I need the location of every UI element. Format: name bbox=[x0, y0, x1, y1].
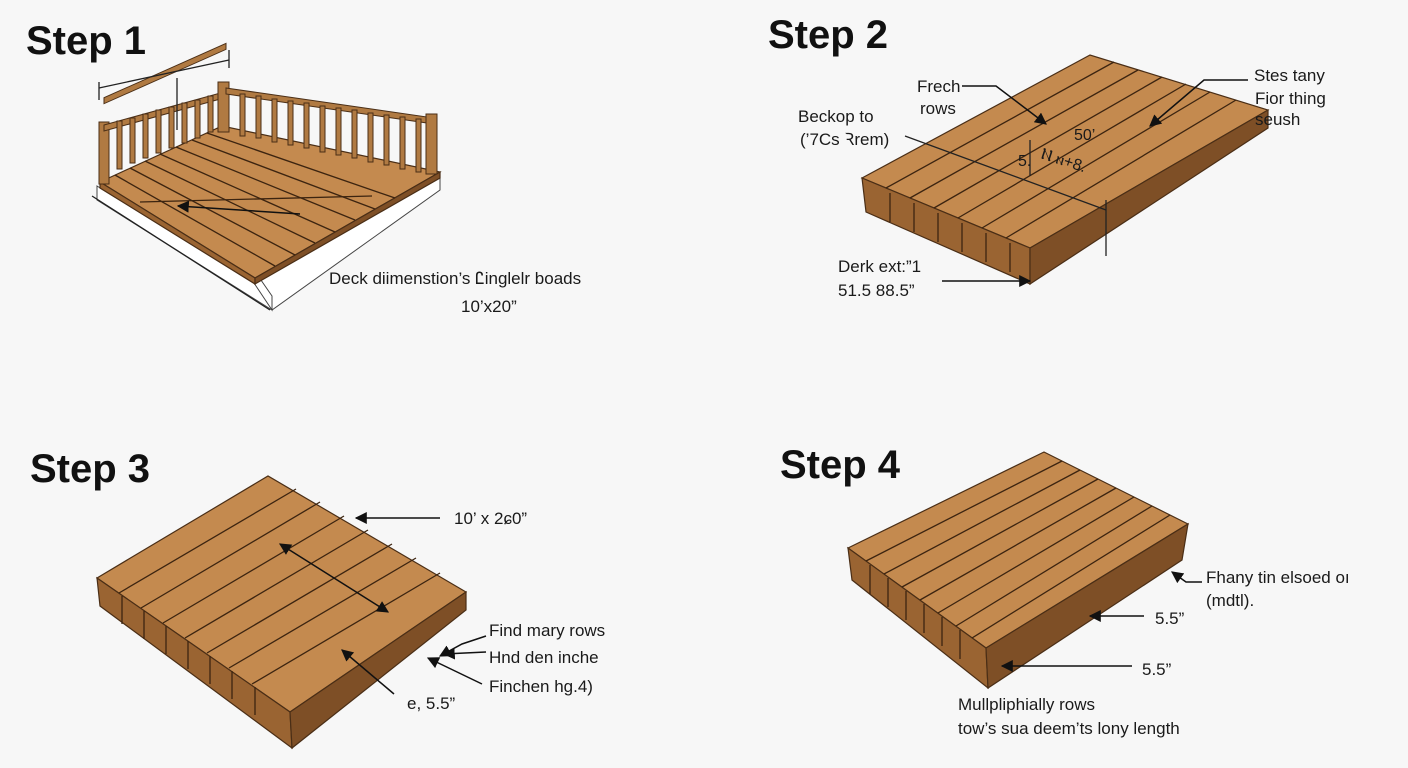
step-1-label-dimension: Deck diimenstion’s Ꮭinglelr boads bbox=[329, 269, 581, 288]
step-4-panel: Step 4 bbox=[780, 443, 1350, 738]
step-4-board-grooves bbox=[865, 460, 1171, 659]
step-3-label-rows-3: Finchen hg.4) bbox=[489, 677, 593, 696]
step-1-deck-floor bbox=[98, 125, 442, 286]
step-4-title: Step 4 bbox=[780, 443, 901, 487]
step-3-board-grooves bbox=[118, 488, 441, 715]
step-1-railing-left bbox=[98, 42, 230, 185]
step-4-label-fhany-2: (mdtl). bbox=[1206, 591, 1254, 610]
step-2-label-derk-2: 51.5 88.5” bbox=[838, 281, 915, 300]
step-4-caption-1: Mullpliphially rows bbox=[958, 695, 1095, 714]
step-2-label-fresh-2: rows bbox=[920, 99, 956, 118]
step-1-dimension-guides bbox=[91, 50, 301, 311]
step-2-mark-50: 50’ bbox=[1074, 127, 1095, 144]
step-2-panel: Step 2 bbox=[768, 13, 1326, 300]
step-3-panel: Step 3 bbox=[30, 447, 605, 750]
step-4-label-width-2: 5.5” bbox=[1142, 660, 1172, 679]
step-4-label-fhany-1: Fhany tin elsoed oı bbox=[1206, 568, 1350, 587]
step-2-label-stes-3: seush bbox=[1255, 110, 1300, 129]
step-3-label-width: e, 5.5” bbox=[407, 694, 456, 713]
step-2-label-stes-2: Fior thing bbox=[1255, 89, 1326, 108]
step-3-label-rows-1: Find mary rows bbox=[489, 621, 605, 640]
step-2-label-beckop-1: Beckop to bbox=[798, 107, 874, 126]
step-1-title: Step 1 bbox=[26, 19, 146, 63]
step-2-label-beckop-2: (’7Cs Ꝛrem) bbox=[800, 130, 889, 149]
step-3-title: Step 3 bbox=[30, 447, 150, 491]
step-4-deck bbox=[846, 451, 1190, 690]
step-4-guides bbox=[1000, 571, 1202, 672]
step-2-guides bbox=[904, 79, 1248, 287]
step-2-label-stes-1: Stes tany bbox=[1254, 66, 1325, 85]
step-1-panel: Step 1 bbox=[26, 19, 581, 316]
step-4-label-width-1: 5.5” bbox=[1155, 609, 1185, 628]
step-2-label-fresh-1: Frech bbox=[917, 77, 960, 96]
step-3-label-rows-2: Hnd den inche bbox=[489, 648, 599, 667]
step-3-guides bbox=[278, 512, 487, 695]
step-2-label-derk-1: Derk ext:”1 bbox=[838, 257, 921, 276]
step-2-title: Step 2 bbox=[768, 13, 888, 57]
step-3-deck bbox=[95, 475, 468, 750]
step-1-label-size: 10’x20” bbox=[461, 297, 517, 316]
step-2-mark-5: 5. bbox=[1018, 153, 1031, 170]
step-2-board-grooves bbox=[885, 61, 1237, 272]
step-3-label-size: 10’ x 2ɕ0” bbox=[454, 509, 527, 528]
step-1-railing-back bbox=[225, 87, 438, 175]
step-4-caption-2: tow’s sua deem’ts lony length bbox=[958, 719, 1180, 738]
step-2-deck bbox=[860, 54, 1270, 286]
